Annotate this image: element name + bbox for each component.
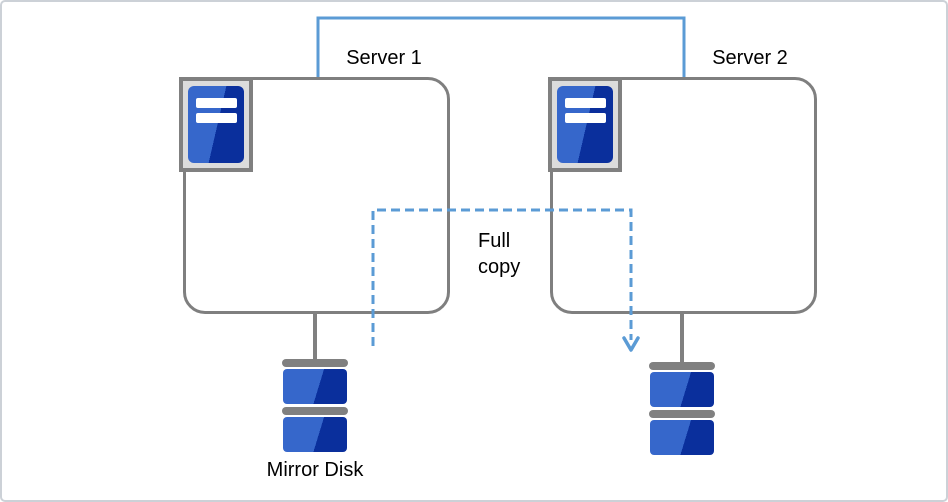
server2-mirror-disk-icon [649, 362, 715, 455]
server2-icon [548, 77, 622, 172]
disk-platter-icon [650, 372, 714, 407]
disk-cap-icon [282, 407, 348, 415]
full-copy-label: Full copy [478, 230, 521, 278]
server1-label: Server 1 [346, 47, 422, 69]
drive-slot-icon [196, 98, 237, 108]
server1-icon [179, 77, 253, 172]
drive-slot-icon [565, 113, 606, 123]
server-tower-icon [188, 86, 244, 163]
disk-cap-icon [649, 410, 715, 418]
server-tower-icon [557, 86, 613, 163]
disk-platter-icon [650, 420, 714, 455]
disk-platter-icon [283, 417, 347, 452]
server2-label: Server 2 [712, 47, 788, 69]
disk-platter-icon [283, 369, 347, 404]
arrowhead-down-icon [622, 336, 640, 352]
drive-slot-icon [565, 98, 606, 108]
drive-slot-icon [196, 113, 237, 123]
disk-cap-icon [282, 359, 348, 367]
mirror-disk-label: Mirror Disk [266, 459, 364, 481]
server1-mirror-disk-icon [282, 359, 348, 452]
disk-cap-icon [649, 362, 715, 370]
